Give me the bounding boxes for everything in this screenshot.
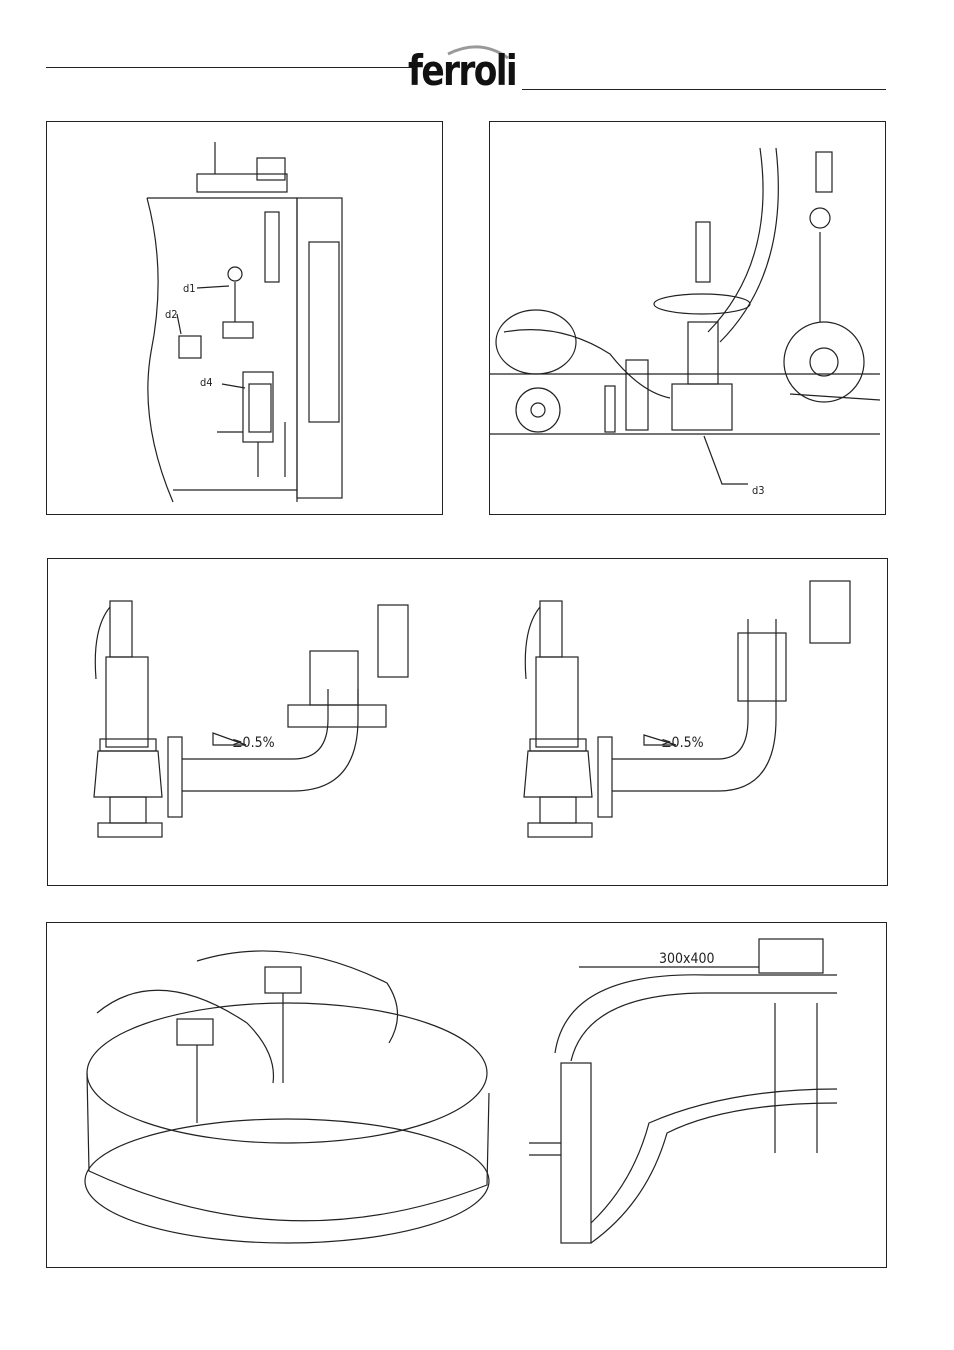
label-d1: d1 xyxy=(183,282,196,295)
slope-label-left: ≥0.5% xyxy=(232,735,275,751)
figure-valve-assembly: d3 xyxy=(489,121,886,515)
safety-valve-drawing xyxy=(48,559,887,885)
header-rule-left xyxy=(46,67,412,68)
valve-assembly-drawing xyxy=(490,122,885,514)
ferroli-logo: ferroli xyxy=(408,40,528,102)
manhole-cover-drawing xyxy=(47,923,886,1267)
valve-right xyxy=(524,581,850,837)
figure-safety-valve-discharge: ≥0.5% ≥0.5% xyxy=(47,558,888,886)
label-d4: d4 xyxy=(200,376,213,389)
manhole-perspective xyxy=(85,951,489,1243)
header-rule-right xyxy=(522,89,886,90)
label-d3: d3 xyxy=(752,484,765,497)
figure-manhole-cover: 300x400 xyxy=(46,922,887,1268)
boiler-fittings-drawing xyxy=(47,122,442,514)
slope-label-right: ≥0.5% xyxy=(661,735,704,751)
label-d2: d2 xyxy=(165,308,178,321)
valve-left xyxy=(94,601,408,837)
dimension-label: 300x400 xyxy=(659,951,715,967)
figure-boiler-fittings: d1 d2 d4 xyxy=(46,121,443,515)
manhole-section xyxy=(529,939,837,1243)
brand-name: ferroli xyxy=(408,46,516,95)
